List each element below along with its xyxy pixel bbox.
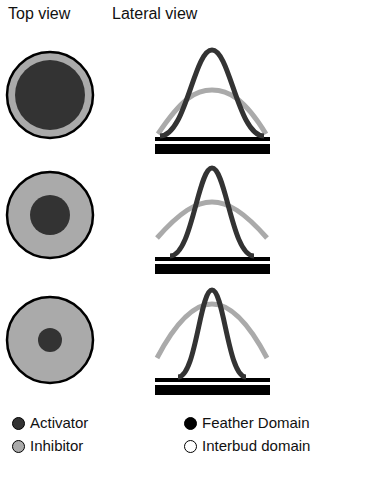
activator-area (30, 195, 70, 235)
lateral-view (155, 168, 270, 274)
activator-area (15, 60, 85, 130)
legend-label: Feather Domain (202, 414, 310, 432)
legend-label: Inhibitor (30, 437, 83, 455)
top-view-bud (7, 52, 93, 138)
legend-swatch (12, 417, 25, 430)
legend-swatch (12, 440, 25, 453)
legend-swatch (184, 440, 197, 453)
view-heading: Top view (8, 4, 70, 24)
lateral-view (155, 290, 270, 395)
lateral-view (155, 50, 270, 154)
activator-area (38, 328, 62, 352)
legend-label: Activator (30, 414, 88, 432)
legend-label: Interbud domain (202, 437, 310, 455)
top-view-bud (7, 172, 93, 258)
top-view-bud (7, 297, 93, 383)
legend-swatch (184, 417, 197, 430)
view-heading: Lateral view (112, 4, 197, 24)
